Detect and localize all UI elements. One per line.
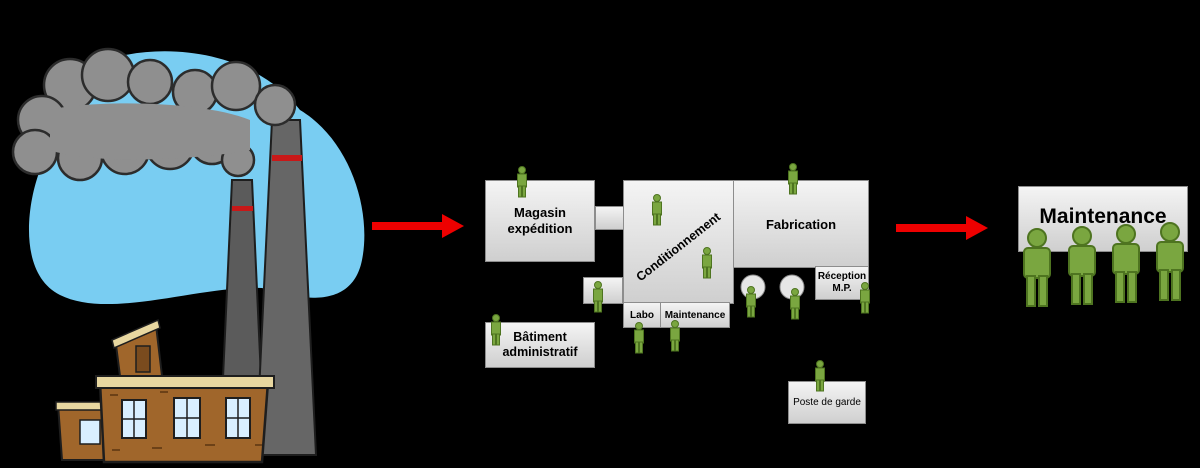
person-icon bbox=[815, 360, 825, 392]
person-icon bbox=[593, 281, 603, 313]
person-icon bbox=[670, 320, 680, 352]
person-icon bbox=[1023, 228, 1051, 307]
fabrication-box: Fabrication bbox=[733, 180, 869, 268]
person-icon bbox=[491, 314, 501, 346]
person-icon bbox=[1112, 224, 1140, 303]
magasin-expedition-box: Magasin expédition bbox=[485, 180, 595, 262]
main-building bbox=[95, 318, 275, 464]
maintenance-title-box: Maintenance bbox=[1018, 186, 1188, 252]
person-icon bbox=[788, 163, 798, 195]
poste-de-garde-box: Poste de garde bbox=[788, 381, 866, 424]
person-icon bbox=[860, 282, 870, 314]
person-icon bbox=[1068, 226, 1096, 305]
person-icon bbox=[634, 322, 644, 354]
conditionnement-box: Conditionnement bbox=[623, 180, 734, 304]
person-icon bbox=[790, 288, 800, 320]
connector-box bbox=[595, 206, 624, 230]
maintenance-room-box: Maintenance bbox=[660, 302, 730, 328]
person-icon bbox=[702, 247, 712, 279]
person-icon bbox=[746, 286, 756, 318]
person-icon bbox=[517, 166, 527, 198]
chimney-right bbox=[254, 119, 318, 456]
arrow-right-icon bbox=[896, 216, 988, 240]
person-icon bbox=[1156, 222, 1184, 301]
arrow-right-icon bbox=[372, 214, 464, 238]
batiment-administratif-box: Bâtiment administratif bbox=[485, 322, 595, 368]
annex-building bbox=[55, 401, 115, 461]
person-icon bbox=[652, 194, 662, 226]
factory-illustration bbox=[11, 47, 365, 464]
